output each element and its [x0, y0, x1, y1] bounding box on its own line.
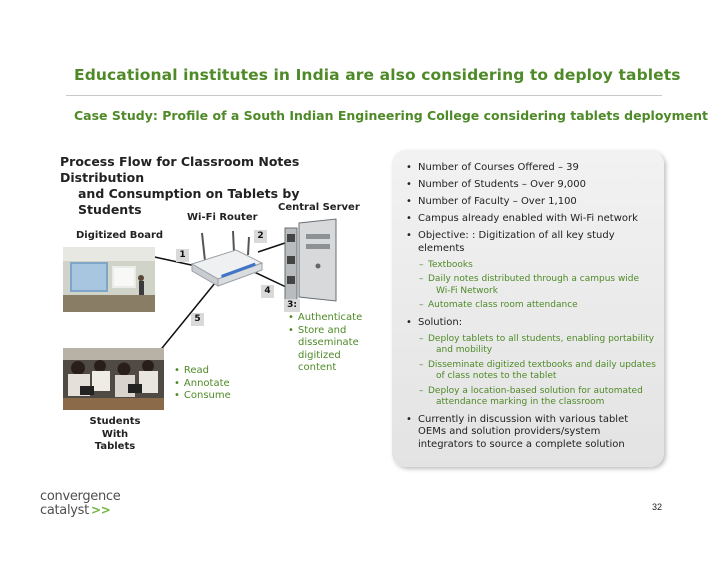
step-2-badge: 2	[254, 230, 267, 243]
logo-arrows-icon: >>	[91, 503, 111, 517]
objective-sub-daily-notes-line2: Wi-Fi Network	[428, 286, 656, 298]
step-3-badge: 3:	[284, 299, 300, 312]
students-label: Students With Tablets	[78, 416, 152, 454]
students-label-line2: Tablets	[78, 441, 152, 454]
objective-sub-attendance: Automate class room attendance	[404, 300, 656, 312]
profile-item-objective: Objective: : Digitization of all key stu…	[404, 230, 656, 255]
profile-item-students: Number of Students – Over 9,000	[404, 179, 656, 192]
step-4-badge: 4	[261, 285, 274, 298]
digitized-board-label: Digitized Board	[76, 230, 163, 241]
profile-item-courses: Number of Courses Offered – 39	[404, 162, 656, 175]
solution-sub-location-line2: attendance marking in the classroom	[428, 397, 656, 409]
discussion-line2: OEMs and solution providers/system	[418, 426, 656, 439]
wifi-router-label: Wi-Fi Router	[187, 212, 258, 223]
server-action-item: digitized	[288, 350, 362, 363]
server-action-item: content	[288, 362, 362, 375]
page-number: 32	[652, 502, 662, 512]
convergence-catalyst-logo: convergence catalyst>>	[40, 489, 120, 518]
logo-text-line2: catalyst	[40, 503, 89, 518]
solution-sub-deploy-tablets-line1: Deploy tablets to all students, enabling…	[428, 334, 656, 346]
logo-text-line2-row: catalyst>>	[40, 503, 120, 518]
student-actions-list: Read Annotate Consume	[174, 365, 231, 403]
solution-sub-disseminate-line1: Disseminate digitized textbooks and dail…	[428, 360, 656, 372]
college-profile-list: Number of Courses Offered – 39 Number of…	[404, 162, 656, 456]
solution-sub-disseminate-line2: of class notes to the tablet	[428, 371, 656, 383]
discussion-line3: integrators to source a complete solutio…	[418, 439, 656, 452]
step-1-badge: 1	[176, 249, 189, 262]
step-5-badge: 5	[191, 313, 204, 326]
central-server-image	[285, 219, 336, 301]
students-label-line1: Students With	[78, 416, 152, 441]
students-image	[63, 348, 164, 410]
objective-sub-daily-notes-line1: Daily notes distributed through a campus…	[428, 274, 656, 286]
solution-sub-location: Deploy a location-based solution for aut…	[404, 386, 656, 409]
server-actions-list: Authenticate Store and disseminate digit…	[288, 312, 362, 375]
objective-sub-textbooks-text: Textbooks	[428, 260, 656, 272]
objective-line1: Objective: : Digitization of all key stu…	[418, 230, 656, 243]
router-students-line	[158, 283, 215, 353]
objective-sub-attendance-text: Automate class room attendance	[428, 300, 656, 312]
solution-sub-deploy-tablets-line2: and mobility	[428, 345, 656, 357]
profile-item-solution: Solution:	[404, 317, 656, 330]
solution-sub-disseminate: Disseminate digitized textbooks and dail…	[404, 360, 656, 383]
server-action-item: disseminate	[288, 337, 362, 350]
server-action-item: Store and	[288, 325, 362, 338]
wifi-router-image	[192, 231, 262, 286]
student-action-item: Read	[174, 365, 231, 378]
profile-item-wifi: Campus already enabled with Wi-Fi networ…	[404, 213, 656, 226]
central-server-label: Central Server	[278, 202, 360, 213]
discussion-line1: Currently in discussion with various tab…	[418, 414, 656, 427]
profile-item-discussion: Currently in discussion with various tab…	[404, 414, 656, 452]
router-server-line-1	[258, 243, 285, 252]
solution-sub-location-line1: Deploy a location-based solution for aut…	[428, 386, 656, 398]
student-action-item: Consume	[174, 390, 231, 403]
server-action-item: Authenticate	[288, 312, 362, 325]
solution-sub-deploy-tablets: Deploy tablets to all students, enabling…	[404, 334, 656, 357]
objective-sub-textbooks: Textbooks	[404, 260, 656, 272]
student-action-item: Annotate	[174, 378, 231, 391]
objective-sub-daily-notes: Daily notes distributed through a campus…	[404, 274, 656, 297]
objective-line2: elements	[418, 243, 656, 256]
digitized-board-image	[63, 247, 155, 312]
profile-item-faculty: Number of Faculty – Over 1,100	[404, 196, 656, 209]
logo-text-line1: convergence	[40, 489, 120, 504]
